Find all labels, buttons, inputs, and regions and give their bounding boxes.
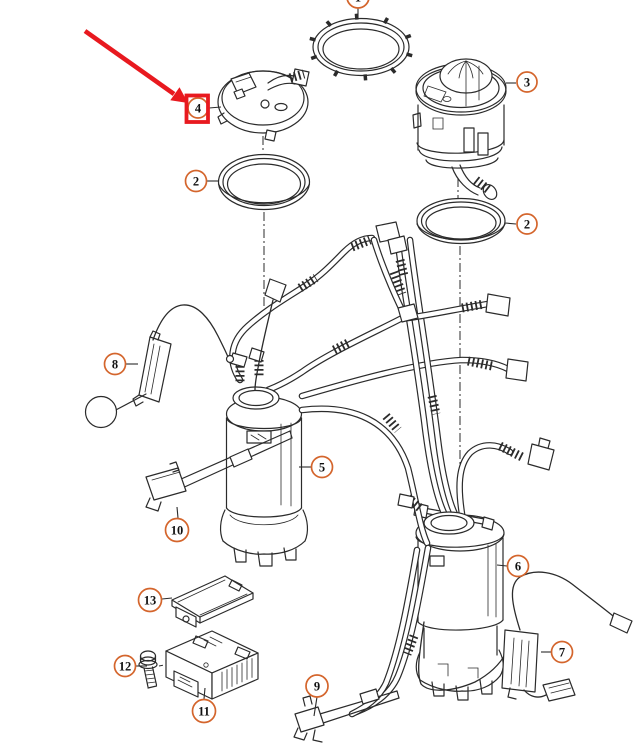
callout-circle xyxy=(346,0,370,9)
part-control-module xyxy=(165,630,259,700)
highlight-arrow-shaft xyxy=(83,29,176,96)
callout-circle xyxy=(103,352,127,376)
hose xyxy=(349,547,420,717)
callout-circle xyxy=(550,640,574,664)
pump-neck-openings xyxy=(232,386,475,535)
callout-number: 2 xyxy=(193,174,199,188)
callout-number: 12 xyxy=(119,659,132,673)
callout-leader-line xyxy=(504,222,517,225)
callout-number: 13 xyxy=(144,593,157,607)
callout-number: 10 xyxy=(171,523,184,537)
callout-10: 10 xyxy=(164,506,190,543)
part-seal-ring-right xyxy=(416,197,506,245)
callout-number: 4 xyxy=(195,101,202,115)
hose xyxy=(457,443,513,517)
callout-leader-line xyxy=(203,687,206,700)
hose xyxy=(353,545,431,715)
callout-circle xyxy=(506,554,530,578)
part-flange-cover xyxy=(217,68,310,142)
callout-leader-line xyxy=(496,564,508,567)
part-bracket-bottom xyxy=(293,688,400,743)
callout-leader-line xyxy=(208,106,222,109)
callout-2: 2 xyxy=(184,169,219,193)
callout-number: 6 xyxy=(515,559,521,573)
callout-4: 4 xyxy=(187,97,222,119)
callout-number: 8 xyxy=(112,357,118,371)
callout-number: 3 xyxy=(524,75,530,89)
callout-leader-line xyxy=(176,506,179,519)
callout-circle xyxy=(113,654,137,678)
callout-circle xyxy=(516,213,538,235)
part-level-sender-left xyxy=(84,330,172,429)
part-level-sender-right xyxy=(501,571,633,702)
callout-3: 3 xyxy=(506,71,538,93)
callout-circle xyxy=(305,674,329,698)
callout-circle xyxy=(184,169,208,193)
callout-layer: 1 4 2 3 2 8 5 10 6 13 7 12 9 11 xyxy=(103,0,574,724)
callout-number: 7 xyxy=(559,645,565,659)
callout-9: 9 xyxy=(305,674,329,717)
hose xyxy=(230,235,375,383)
hose xyxy=(407,237,459,519)
part-fuel-pump-left xyxy=(219,396,309,567)
part-locking-ring xyxy=(309,13,413,81)
callout-2: 2 xyxy=(504,213,538,235)
part-filter-housing xyxy=(412,58,507,201)
highlight-arrow-head xyxy=(170,87,188,103)
corrugated-sections xyxy=(235,69,527,656)
callout-1: 1 xyxy=(346,0,370,19)
callout-circle xyxy=(310,455,334,479)
callout-circle xyxy=(137,587,163,613)
part-seal-ring-left xyxy=(217,153,311,211)
locking-ring-tabs xyxy=(309,13,413,81)
part-bracket-left xyxy=(145,430,293,512)
float-ball xyxy=(84,395,118,429)
callout-number: 11 xyxy=(198,704,210,718)
callout-leader-line xyxy=(313,696,318,717)
callout-number: 5 xyxy=(319,460,325,474)
callout-11: 11 xyxy=(191,687,217,724)
hose xyxy=(299,406,430,546)
callout-number: 9 xyxy=(314,679,320,693)
callout-circle xyxy=(516,71,538,93)
highlight-annotation xyxy=(83,29,210,124)
hose xyxy=(395,240,449,520)
callout-7: 7 xyxy=(541,640,574,664)
callout-leader-line xyxy=(161,597,173,600)
callout-circle xyxy=(164,517,190,543)
callout-circle xyxy=(191,698,217,724)
callout-12: 12 xyxy=(113,654,147,678)
callout-number: 2 xyxy=(524,217,530,231)
part-cover-plate xyxy=(171,575,254,628)
callout-6: 6 xyxy=(496,554,530,578)
hose xyxy=(265,313,409,393)
callout-13: 13 xyxy=(137,587,173,613)
hose-fittings xyxy=(229,221,555,509)
callout-number: 1 xyxy=(355,0,361,4)
wiring xyxy=(152,278,507,691)
callout-8: 8 xyxy=(103,352,138,376)
highlight-box xyxy=(184,93,210,124)
callout-5: 5 xyxy=(299,455,334,479)
